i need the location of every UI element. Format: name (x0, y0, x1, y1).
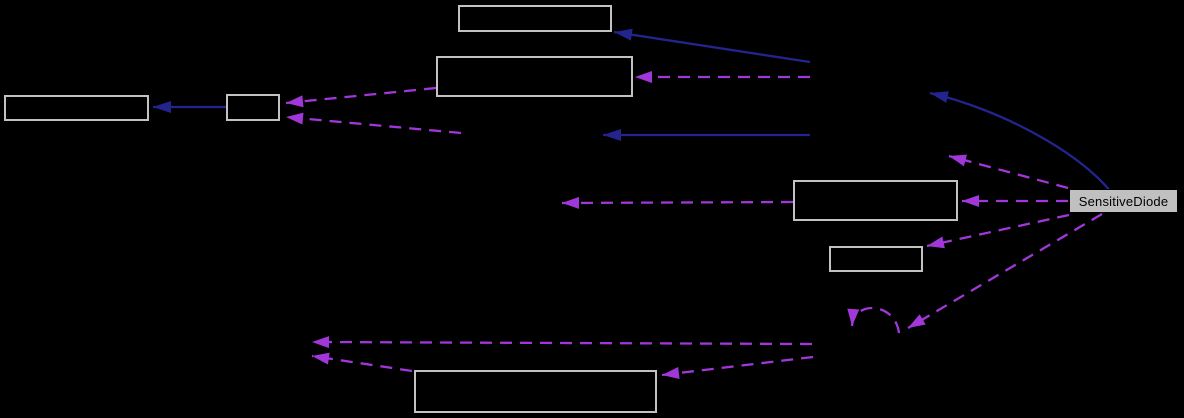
edge-inherit-mid-horizontal (603, 129, 810, 141)
edge-inherit-to-far-left-box (153, 101, 227, 113)
arrowhead-icon (962, 195, 979, 207)
arrowhead-icon (662, 367, 680, 379)
arrowhead-icon (908, 314, 926, 328)
arrowhead-icon (153, 101, 171, 113)
arrowhead-icon (930, 91, 949, 103)
arrowhead-icon (286, 95, 304, 108)
class-node-node-upper-wide[interactable] (436, 56, 633, 97)
arrowhead-icon (603, 129, 621, 141)
arrowhead-icon (635, 71, 652, 83)
class-node-current[interactable]: SensitiveDiode (1069, 189, 1178, 213)
arrowhead-icon (614, 28, 633, 41)
class-node-node-top[interactable] (458, 5, 612, 32)
edge-usage-current-to-small-middle (926, 213, 1070, 249)
edge-usage-upper-to-small-1 (285, 86, 437, 108)
arrowhead-icon (312, 352, 330, 365)
arrowhead-icon (847, 308, 860, 326)
edge-usage-upper-to-small-2 (285, 112, 462, 135)
edge-usage-middle-to-left (561, 196, 794, 209)
class-node-node-far-left[interactable] (4, 95, 149, 121)
arrowhead-icon (927, 236, 945, 249)
arrowhead-icon (562, 196, 580, 209)
edge-usage-current-up-left (948, 154, 1069, 190)
arrowhead-icon (286, 112, 304, 125)
arrowhead-icon (949, 154, 967, 167)
edge-inherit-to-top-box (613, 28, 811, 64)
edge-usage-long-left-bottom (311, 352, 413, 373)
class-node-node-middle[interactable] (793, 180, 958, 221)
class-node-node-bottom-wide[interactable] (414, 370, 657, 413)
edge-usage-to-bottom-wide (661, 355, 814, 379)
edge-inherit-curve-from-current (929, 91, 1113, 194)
arrowhead-icon (312, 336, 330, 349)
class-node-node-small-left[interactable] (226, 94, 280, 121)
edge-usage-long-left-top (311, 336, 813, 349)
class-node-label: SensitiveDiode (1078, 193, 1169, 209)
edge-usage-to-upper-wide (635, 71, 810, 83)
edge-usage-self-loop (847, 306, 901, 334)
edge-usage-current-down-left (907, 213, 1103, 329)
class-node-node-small-middle[interactable] (829, 246, 923, 272)
edge-usage-current-to-middle (962, 195, 1068, 207)
